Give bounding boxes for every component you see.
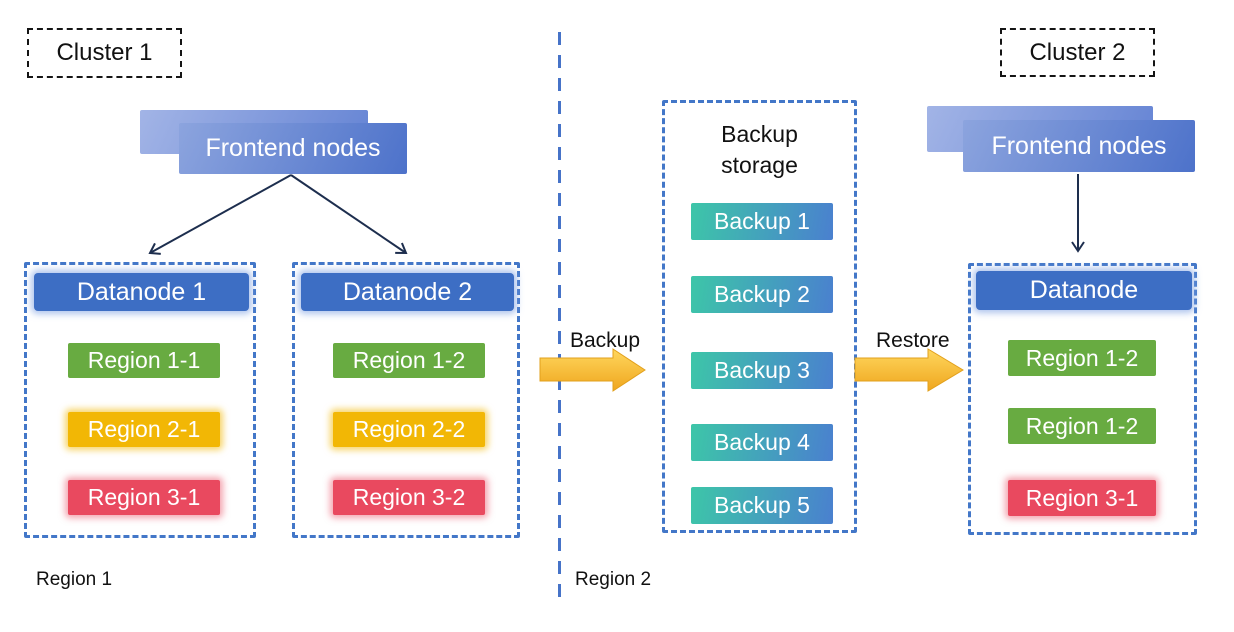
backup-item: Backup 1 xyxy=(691,203,833,240)
region-label: Region 1-1 xyxy=(87,347,201,373)
backup-item: Backup 3 xyxy=(691,352,833,389)
backup-storage-title: Backup storage xyxy=(721,121,798,179)
region-badge: Region 3-1 xyxy=(68,480,220,515)
backup-arrow-icon xyxy=(539,348,646,392)
datanode2-container: Datanode 2 Region 1-2 Region 2-2 Region … xyxy=(292,262,520,538)
restore-flow-label: Restore xyxy=(876,329,950,352)
region-label: Region 2-2 xyxy=(352,416,466,442)
backup-item-label: Backup 2 xyxy=(714,281,810,307)
region-divider-dashed-line xyxy=(558,32,561,600)
cluster1-frontend-nodes-box: Frontend nodes xyxy=(179,123,407,174)
region-badge: Region 1-2 xyxy=(1008,340,1156,376)
region-badge: Region 2-1 xyxy=(68,412,220,447)
backup-item: Backup 2 xyxy=(691,276,833,313)
frontend1-to-datanode1-arrow xyxy=(148,174,292,255)
backup-storage-container: Backup storage Backup 1 Backup 2 Backup … xyxy=(662,100,857,533)
region-badge: Region 1-1 xyxy=(68,343,220,378)
region-badge: Region 1-2 xyxy=(333,343,485,378)
region-badge: Region 1-2 xyxy=(1008,408,1156,444)
region-label: Region 2-1 xyxy=(87,416,201,442)
backup-item-label: Backup 1 xyxy=(714,208,810,234)
datanode1-title: Datanode 1 xyxy=(76,277,207,306)
region-label: Region 1-2 xyxy=(1025,412,1139,439)
region-label: Region 3-2 xyxy=(352,484,466,510)
restore-arrow-icon xyxy=(854,348,964,392)
region-label: Region 1-2 xyxy=(1025,344,1139,371)
backup-item-label: Backup 5 xyxy=(714,492,810,518)
backup-flow-label: Backup xyxy=(570,329,641,352)
frontend1-to-datanode2-arrow xyxy=(290,174,408,255)
datanode2-title: Datanode 2 xyxy=(342,277,473,306)
region-label: Region 1-2 xyxy=(352,347,466,373)
region-label: Region 3-1 xyxy=(1025,484,1139,511)
cluster2-frontend-nodes-box: Frontend nodes xyxy=(963,120,1195,172)
cluster1-label: Cluster 1 xyxy=(56,39,153,66)
datanode1-container: Datanode 1 Region 1-1 Region 2-1 Region … xyxy=(24,262,256,538)
backup-item-label: Backup 3 xyxy=(714,357,810,383)
cluster2-datanode-container: Datanode Region 1-2 Region 1-2 Region 3-… xyxy=(968,263,1197,535)
region-label: Region 3-1 xyxy=(87,484,201,510)
cluster2-datanode-title: Datanode xyxy=(1029,276,1139,304)
datanode1-header: Datanode 1 xyxy=(34,273,249,311)
cluster2-label: Cluster 2 xyxy=(1029,38,1126,66)
cluster1-frontend-label: Frontend nodes xyxy=(205,134,381,162)
region1-footer-label: Region 1 xyxy=(36,569,113,590)
backup-item-label: Backup 4 xyxy=(714,429,810,455)
cluster1-label-box: Cluster 1 xyxy=(27,28,182,78)
region2-footer-label: Region 2 xyxy=(575,569,652,590)
cluster2-datanode-header: Datanode xyxy=(976,271,1192,310)
cluster2-label-box: Cluster 2 xyxy=(1000,28,1155,77)
region-badge: Region 3-2 xyxy=(333,480,485,515)
datanode2-header: Datanode 2 xyxy=(301,273,514,311)
backup-item: Backup 5 xyxy=(691,487,833,524)
region-badge: Region 3-1 xyxy=(1008,480,1156,516)
cluster2-frontend-label: Frontend nodes xyxy=(991,131,1167,160)
backup-item: Backup 4 xyxy=(691,424,833,461)
region-badge: Region 2-2 xyxy=(333,412,485,447)
